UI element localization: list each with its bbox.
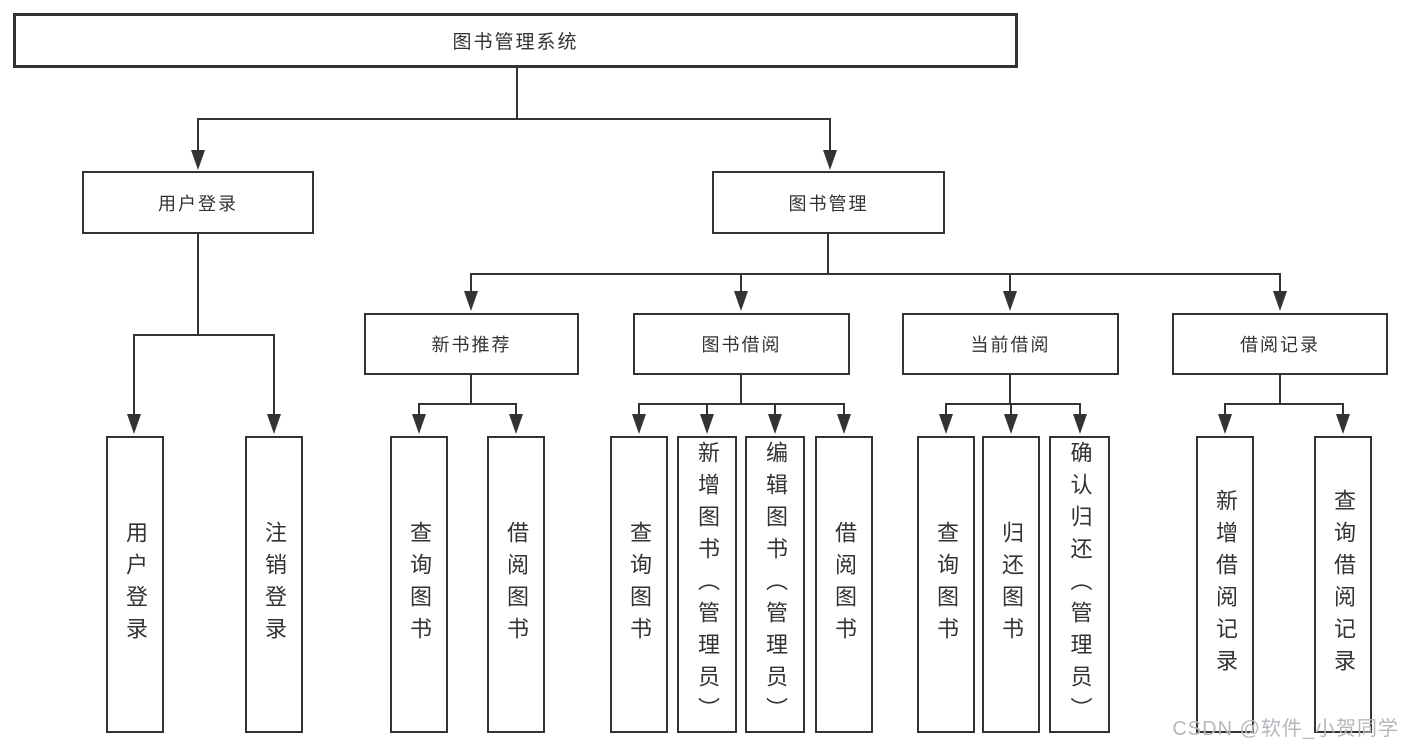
leaf-borrow-books-recommend: 借阅图书 [487, 436, 545, 733]
leaf-user-login-label: 用户登录 [123, 520, 148, 649]
connector-root-to-level2 [191, 68, 837, 170]
leaf-query-books-borrow: 查询图书 [610, 436, 668, 733]
connector-user-login-branch [127, 234, 281, 434]
arrowhead [1218, 414, 1232, 434]
leaf-add-borrow-record: 新增借阅记录 [1196, 436, 1254, 733]
arrowhead [1336, 414, 1350, 434]
node-user-login-label: 用户登录 [158, 193, 238, 214]
leaf-query-books-current-label: 查询图书 [934, 520, 959, 649]
leaf-add-borrow-record-label: 新增借阅记录 [1213, 488, 1238, 681]
leaf-borrow-books-recommend-label: 借阅图书 [504, 520, 529, 649]
leaf-logout-label: 注销登录 [262, 520, 287, 649]
arrowhead [1273, 291, 1287, 311]
arrowhead [632, 414, 646, 434]
arrowhead [768, 414, 782, 434]
leaf-logout: 注销登录 [245, 436, 303, 733]
arrowhead [939, 414, 953, 434]
node-book-borrow: 图书借阅 [633, 313, 850, 375]
leaf-add-books-admin-label: 新增图书（管理员） [695, 440, 720, 729]
leaf-query-books-recommend: 查询图书 [390, 436, 448, 733]
node-current-borrow-label: 当前借阅 [970, 335, 1051, 355]
arrowhead [700, 414, 714, 434]
connector-current-borrow-branch [939, 375, 1087, 434]
leaf-edit-books-admin-label: 编辑图书（管理员） [763, 440, 788, 729]
leaf-query-borrow-record: 查询借阅记录 [1314, 436, 1372, 733]
node-new-book-recommend: 新书推荐 [364, 313, 579, 375]
node-book-borrow-label: 图书借阅 [701, 335, 782, 355]
arrowhead [509, 414, 523, 434]
leaf-confirm-return-admin-label: 确认归还（管理员） [1067, 440, 1093, 729]
node-user-login: 用户登录 [82, 171, 314, 234]
leaf-borrow-books-label: 借阅图书 [832, 520, 857, 649]
leaf-borrow-books: 借阅图书 [815, 436, 873, 733]
arrowhead [837, 414, 851, 434]
node-book-management: 图书管理 [712, 171, 945, 234]
watermark: CSDN @软件_小贺同学 [1172, 718, 1399, 740]
arrowhead [127, 414, 141, 434]
leaf-add-books-admin: 新增图书（管理员） [677, 436, 737, 733]
arrowhead [1004, 414, 1018, 434]
arrowhead [823, 150, 837, 170]
arrowhead [191, 150, 205, 170]
arrowhead [1073, 414, 1087, 434]
node-new-book-recommend-label: 新书推荐 [431, 335, 512, 355]
leaf-query-borrow-record-label: 查询借阅记录 [1331, 488, 1356, 681]
leaf-query-books-borrow-label: 查询图书 [627, 520, 652, 649]
leaf-user-login: 用户登录 [106, 436, 164, 733]
connector-book-management-branch [464, 234, 1287, 311]
node-root-label: 图书管理系统 [452, 32, 579, 53]
node-book-management-label: 图书管理 [788, 193, 869, 214]
leaf-return-books-label: 归还图书 [999, 520, 1024, 649]
arrowhead [464, 291, 478, 311]
node-borrow-records-label: 借阅记录 [1240, 335, 1320, 355]
connector-borrow-records-branch [1218, 375, 1350, 434]
leaf-return-books: 归还图书 [982, 436, 1040, 733]
node-current-borrow: 当前借阅 [902, 313, 1119, 375]
connector-book-borrow-branch [632, 375, 851, 434]
leaf-confirm-return-admin: 确认归还（管理员） [1049, 436, 1110, 733]
node-root: 图书管理系统 [13, 13, 1018, 68]
arrowhead [1003, 291, 1017, 311]
arrowhead [734, 291, 748, 311]
arrowhead [412, 414, 426, 434]
arrowhead [267, 414, 281, 434]
node-borrow-records: 借阅记录 [1172, 313, 1388, 375]
leaf-edit-books-admin: 编辑图书（管理员） [745, 436, 805, 733]
leaf-query-books-recommend-label: 查询图书 [407, 520, 432, 649]
leaf-query-books-current: 查询图书 [917, 436, 975, 733]
connector-new-book-recommend-branch [412, 375, 523, 434]
